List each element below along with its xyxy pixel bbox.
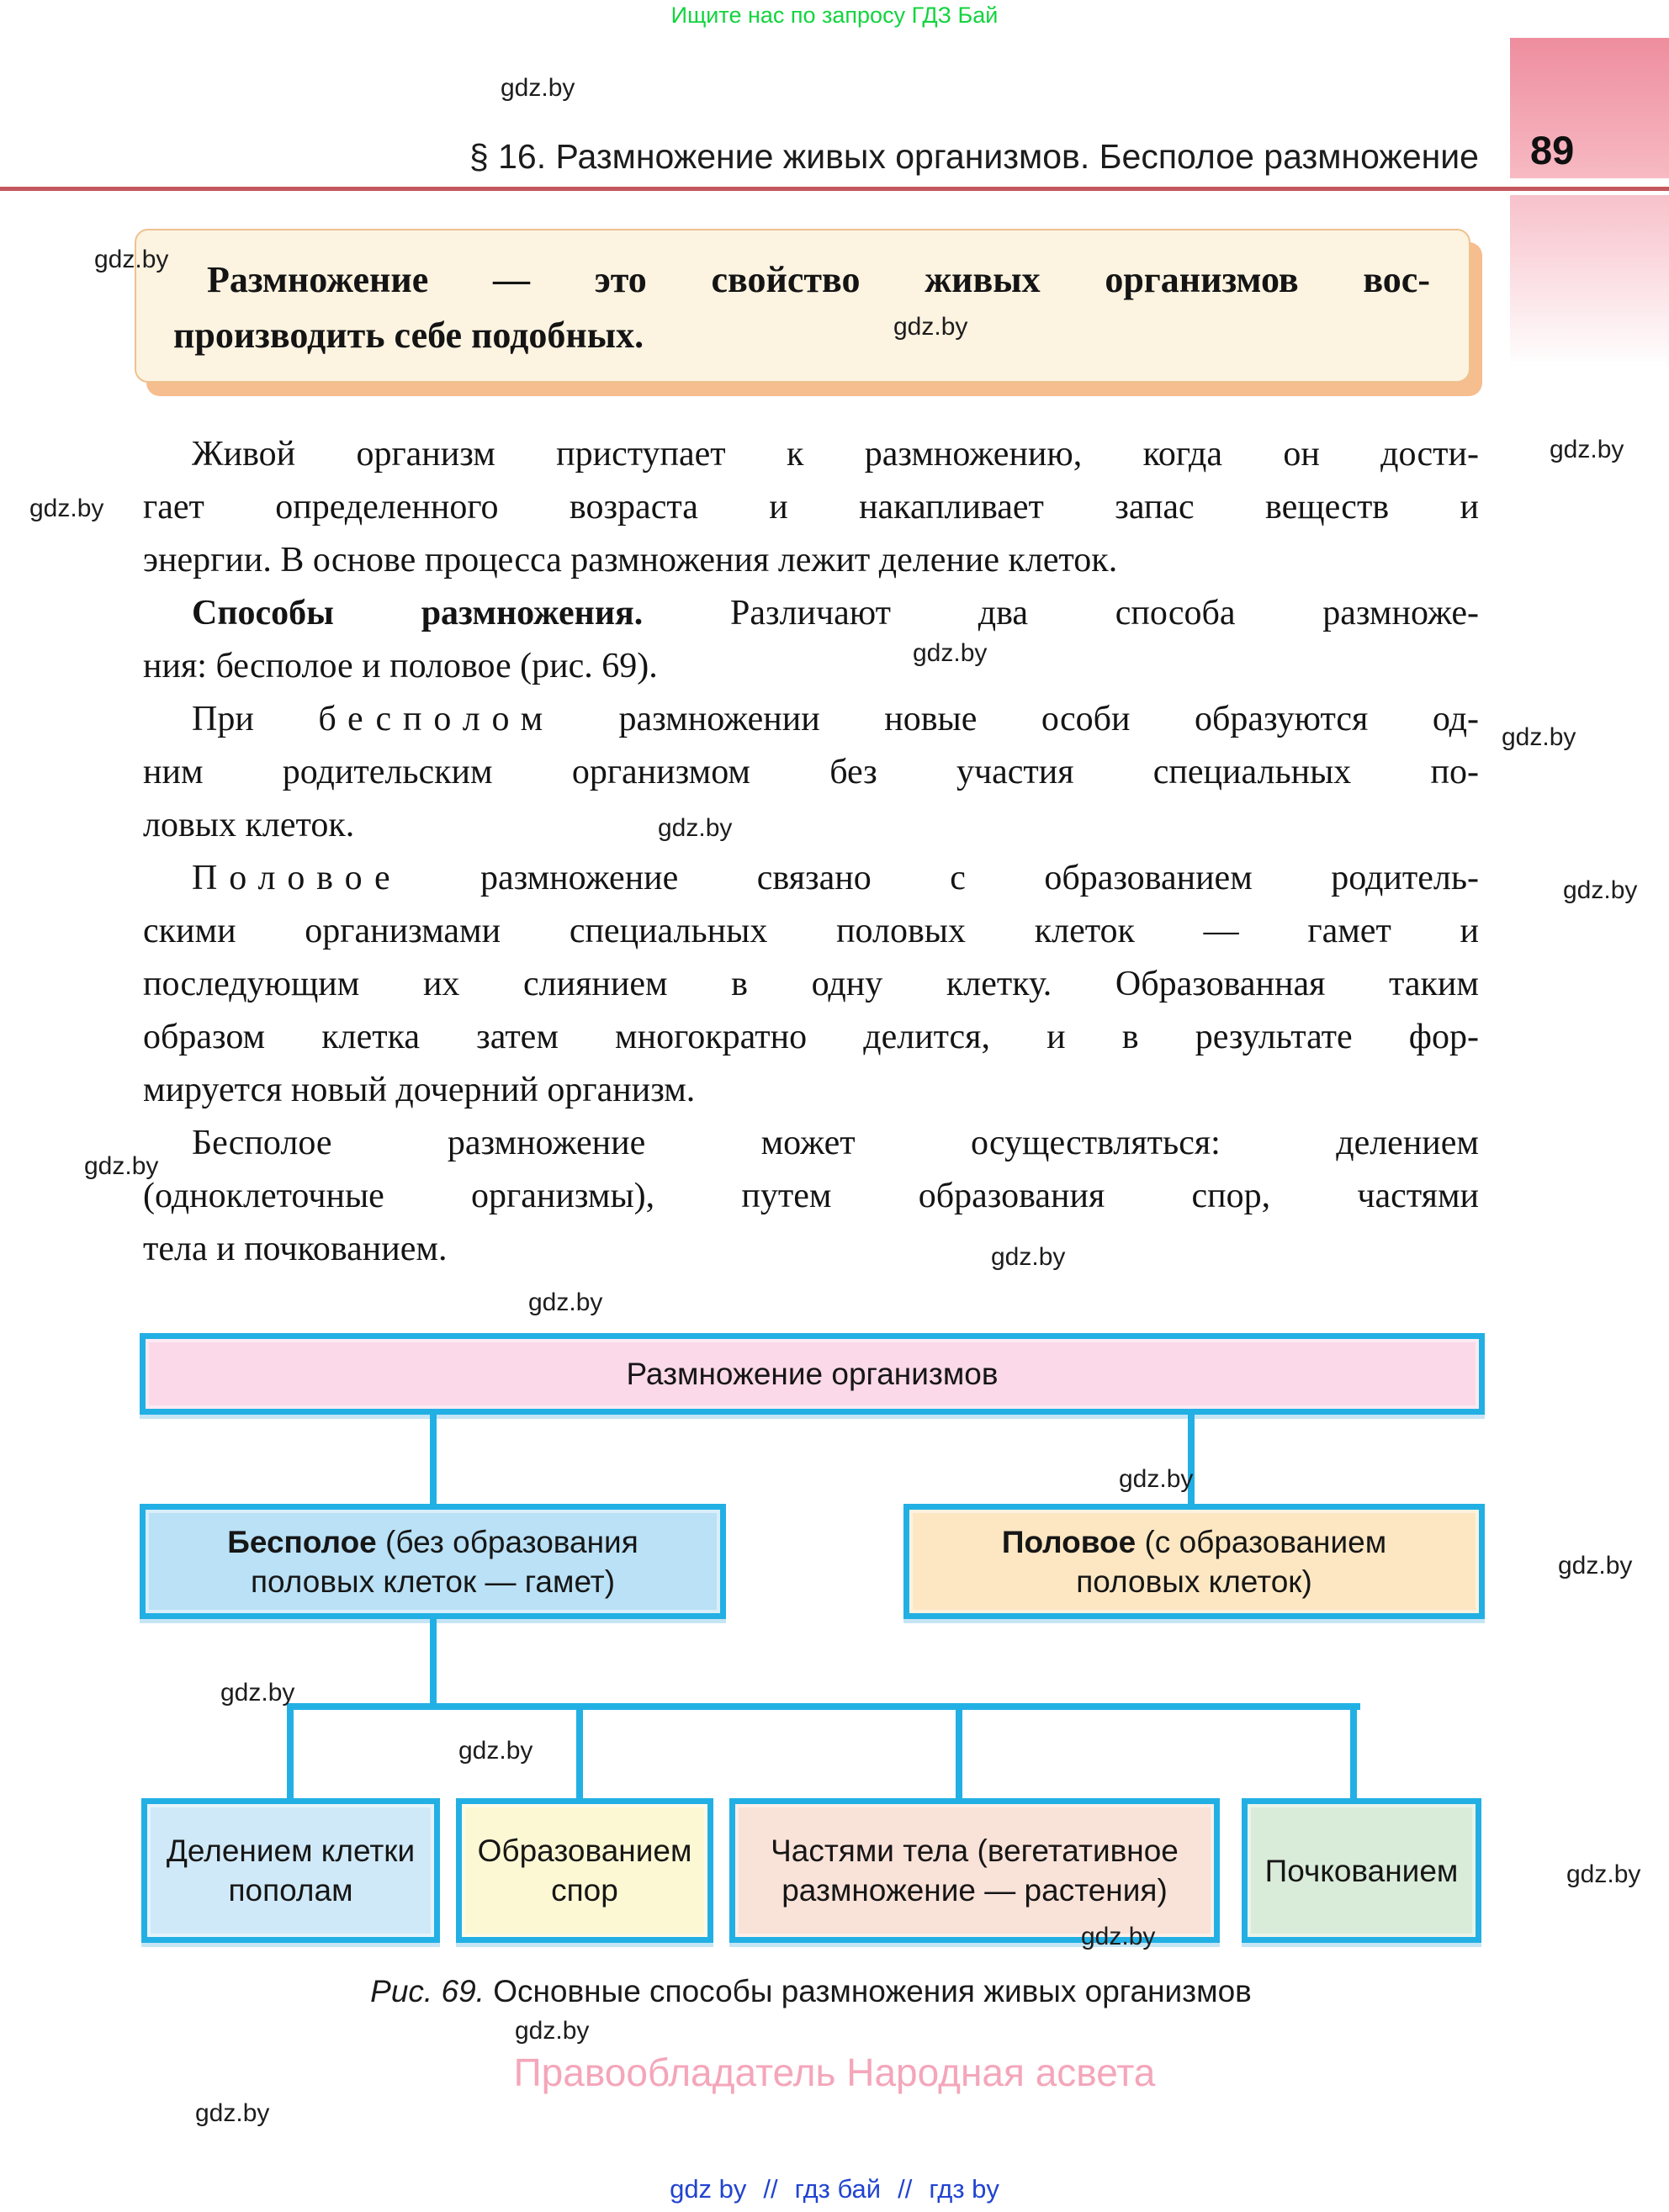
header-rule bbox=[0, 187, 1669, 191]
connector-line bbox=[287, 1703, 1360, 1710]
watermark: gdz.by bbox=[501, 74, 575, 102]
text-line: тела и почкованием. bbox=[143, 1230, 448, 1268]
footer-separator: // bbox=[763, 2174, 778, 2204]
watermark: gdz.by bbox=[458, 1737, 533, 1765]
figure-caption: Рис. 69. Основные способы размножения жи… bbox=[143, 1974, 1479, 2009]
text-line: Бесполое (без образования bbox=[227, 1524, 638, 1559]
copyright-line: Правообладатель Народная асвета bbox=[513, 2051, 1156, 2094]
figure-caption-label: Рис. 69. bbox=[370, 1974, 485, 2008]
text-line: последующим их слиянием в одну клетку. О… bbox=[143, 965, 1479, 1003]
text-line: производить себе подобных. bbox=[173, 315, 644, 356]
watermark: gdz.by bbox=[991, 1243, 1066, 1271]
text-line: ловых клеток. bbox=[143, 806, 355, 844]
text-line: При бесполом размножении новые особи обр… bbox=[192, 700, 1479, 738]
watermark: gdz.by bbox=[913, 639, 988, 667]
diagram-root-box: Размножение организмов bbox=[140, 1333, 1485, 1415]
connector-line bbox=[430, 1415, 437, 1504]
diagram-leaf-spores-box: Образованием спор bbox=[456, 1798, 713, 1943]
text-line: пополам bbox=[228, 1873, 353, 1908]
watermark: gdz.by bbox=[1558, 1552, 1633, 1580]
text-line: ния: бесполое и половое (рис. 69). bbox=[143, 647, 658, 685]
footer-separator: // bbox=[898, 2174, 913, 2204]
text-line: половых клеток — гамет) bbox=[250, 1564, 616, 1599]
watermark: gdz.by bbox=[84, 1152, 159, 1180]
footer-link[interactable]: gdz by bbox=[670, 2174, 747, 2204]
text-line: ним родительским организмом без участия … bbox=[143, 753, 1479, 791]
text-line: Половое размножение связано с образовани… bbox=[192, 859, 1479, 897]
watermark: gdz.by bbox=[195, 2099, 270, 2127]
text-line: (одноклеточные организмы), путем образов… bbox=[143, 1177, 1479, 1215]
text-line: Бесполое размножение может осуществлятьс… bbox=[192, 1124, 1479, 1162]
page-title: § 16. Размножение живых организмов. Бесп… bbox=[469, 137, 1479, 176]
watermark: gdz.by bbox=[893, 313, 968, 341]
text-line: размножение — растения) bbox=[782, 1873, 1168, 1908]
text-line: Размножение организмов bbox=[626, 1357, 999, 1391]
connector-line bbox=[956, 1710, 962, 1798]
diagram-leaf-budding-box: Почкованием bbox=[1242, 1798, 1481, 1943]
promo-banner-text: Ищите нас по запросу ГДЗ Бай bbox=[670, 3, 999, 28]
text-line: образом клетка затем многократно делится… bbox=[143, 1018, 1479, 1056]
connector-line bbox=[1350, 1710, 1357, 1798]
text-line: Половое (с образованием bbox=[1001, 1524, 1387, 1559]
footer-links: gdz by // гдз бай // гдз by bbox=[0, 2174, 1669, 2204]
diagram-sexual-box: Половое (с образованием половых клеток) bbox=[903, 1504, 1485, 1619]
watermark: gdz.by bbox=[94, 246, 169, 273]
watermark: gdz.by bbox=[658, 814, 733, 842]
watermark: gdz.by bbox=[515, 2017, 590, 2045]
text-line: гает определенного возраста и накапливае… bbox=[143, 488, 1479, 527]
diagram-leaf-division-box: Делением клетки пополам bbox=[141, 1798, 440, 1943]
text-line: скими организмами специальных половых кл… bbox=[143, 912, 1479, 950]
text-line: Живой организм приступает к размножению,… bbox=[192, 435, 1479, 474]
footer-link[interactable]: гдз бай bbox=[794, 2174, 882, 2204]
text-line: Способы размножения. Различают два спосо… bbox=[192, 594, 1480, 632]
page-number-block: 89 bbox=[1510, 38, 1669, 178]
connector-line bbox=[287, 1710, 294, 1798]
watermark: gdz.by bbox=[1502, 723, 1576, 751]
diagram-asexual-box: Бесполое (без образования половых клеток … bbox=[140, 1504, 726, 1619]
connector-line bbox=[1188, 1415, 1195, 1504]
text-line: Делением клетки bbox=[166, 1834, 416, 1868]
diagram-leaf-body-parts-box: Частями тела (вегетативное размножение — … bbox=[729, 1798, 1220, 1943]
text-line: Образованием bbox=[477, 1834, 692, 1868]
page-number: 89 bbox=[1530, 128, 1575, 172]
text-line: энергии. В основе процесса размножения л… bbox=[143, 541, 1118, 579]
text-line: половых клеток) bbox=[1076, 1564, 1312, 1599]
watermark: gdz.by bbox=[1550, 436, 1624, 463]
text-line: Почкованием bbox=[1264, 1853, 1459, 1888]
figure-caption-text: Основные способы размножения живых орган… bbox=[484, 1974, 1252, 2008]
body-text: Живой организм приступает к размножению,… bbox=[143, 428, 1479, 1276]
connector-line bbox=[576, 1710, 583, 1798]
decorative-gradient-strip bbox=[1510, 195, 1669, 368]
connector-line bbox=[430, 1619, 437, 1706]
text-line: Частями тела (вегетативное bbox=[771, 1834, 1179, 1868]
watermark: gdz.by bbox=[1119, 1465, 1194, 1493]
text-line: Размножение — это свойство живых организ… bbox=[207, 259, 1430, 300]
definition-box: Размножение — это свойство живых организ… bbox=[135, 229, 1470, 383]
footer-link[interactable]: гдз by bbox=[929, 2174, 999, 2204]
watermark: gdz.by bbox=[528, 1289, 603, 1316]
watermark: gdz.by bbox=[220, 1679, 295, 1707]
watermark: gdz.by bbox=[1081, 1923, 1156, 1950]
text-line: мируется новый дочерний организм. bbox=[143, 1071, 696, 1109]
watermark: gdz.by bbox=[29, 495, 104, 522]
text-line: спор bbox=[551, 1873, 618, 1908]
watermark: gdz.by bbox=[1566, 1860, 1641, 1888]
watermark: gdz.by bbox=[1563, 876, 1638, 904]
